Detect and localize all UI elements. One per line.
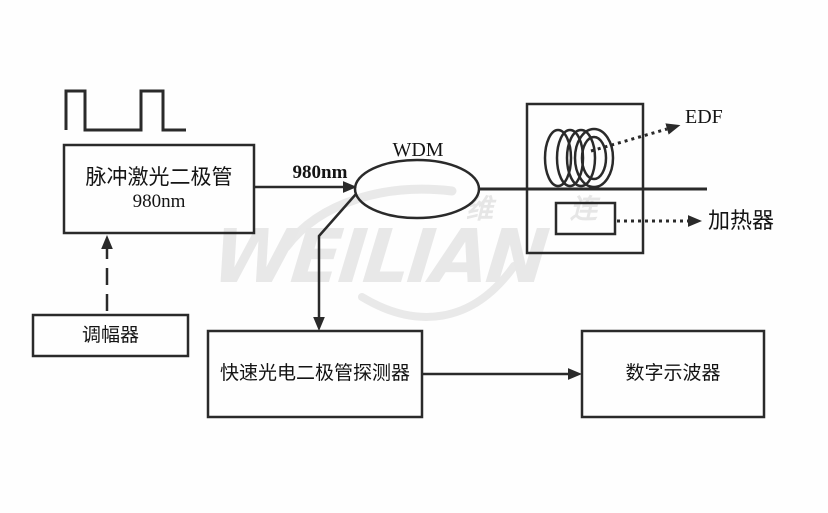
- pulse-laser-label-line1: 脉冲激光二极管: [85, 165, 233, 189]
- edf-callout-dotted-line: [590, 123, 681, 153]
- pulse-laser-box: [62, 143, 256, 235]
- heater-label: 加热器: [708, 208, 775, 233]
- wdm-coupler-ellipse: [353, 158, 481, 220]
- oscilloscope-box: [580, 329, 766, 419]
- oscilloscope-label: 数字示波器: [625, 363, 721, 385]
- watermark-swoosh-bottom: [358, 262, 518, 321]
- fiber-coil-icon: [543, 127, 615, 189]
- watermark-swoosh-top: [281, 184, 457, 252]
- pulse-waveform-icon: [64, 89, 186, 132]
- detector-label: 快速光电二极管探测器: [219, 363, 410, 385]
- edf-label: EDF: [685, 106, 723, 128]
- modulator-label: 调幅器: [81, 324, 139, 346]
- heater-box: [554, 201, 617, 236]
- wdm-label: WDM: [392, 139, 444, 161]
- pulse-laser-label-line2: 980nm: [132, 191, 186, 213]
- watermark-cn-char-2: 连: [570, 194, 597, 225]
- watermark-cn-char-1: 维: [466, 194, 493, 225]
- pulse-laser-label: 脉冲激光二极管 980nm: [64, 145, 254, 233]
- modulator-box: [31, 313, 190, 358]
- pump-wavelength-label: 980nm: [292, 162, 348, 183]
- edf-enclosure-box: [525, 102, 645, 255]
- connector-wdm-to-detector: [313, 193, 357, 331]
